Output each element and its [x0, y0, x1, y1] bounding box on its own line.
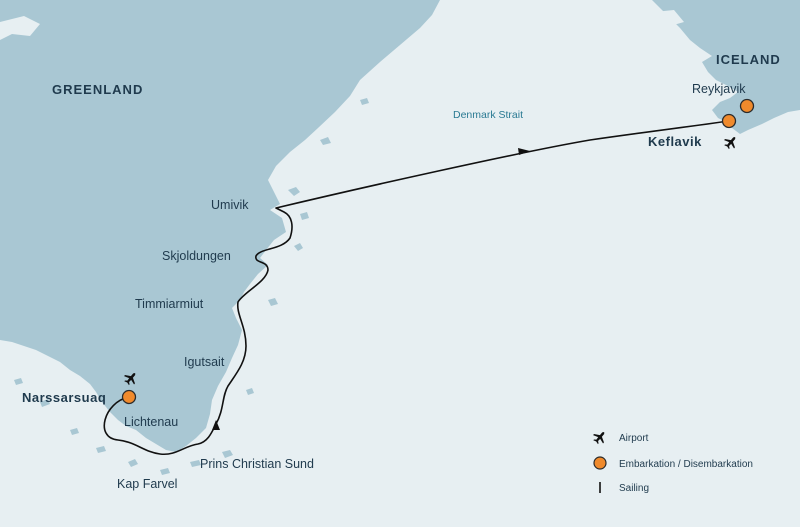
reykjavik-marker [739, 98, 755, 114]
iceland-landmass [652, 0, 800, 134]
timmiarmiut-label: Timmiarmiut [135, 297, 204, 311]
iceland-inlet [654, 10, 684, 26]
narssarsuaq-marker [121, 389, 137, 405]
keflavik-label: Keflavik [648, 134, 702, 149]
narssarsuaq-label: Narssarsuaq [22, 390, 106, 405]
umivik-label: Umivik [211, 198, 249, 212]
legend-port-icon [593, 456, 607, 470]
greenland-landmass [0, 0, 440, 452]
denmark-strait-label: Denmark Strait [453, 109, 523, 121]
legend-sailing-label: Sailing [619, 483, 649, 494]
route-arrow-south [212, 420, 220, 430]
legend-embarkation-label: Embarkation / Disembarkation [619, 459, 753, 470]
route-arrow-strait [518, 148, 530, 155]
prins-christian-sund-label: Prins Christian Sund [200, 457, 314, 471]
legend-airport-label: Airport [619, 433, 649, 444]
sailing-route [103, 120, 729, 456]
legend: Airport Embarkation / Disembarkation Sai… [590, 427, 753, 494]
greenland-label: GREENLAND [52, 82, 143, 97]
iceland-label: ICELAND [716, 52, 781, 67]
igutsait-label: Igutsait [184, 355, 225, 369]
keflavik-marker [721, 113, 737, 129]
reykjavik-label: Reykjavik [692, 82, 746, 96]
kap-farvel-label: Kap Farvel [117, 477, 177, 491]
skjoldungen-label: Skjoldungen [162, 249, 231, 263]
lichtenau-label: Lichtenau [124, 415, 178, 429]
greenland-inlet [0, 16, 40, 40]
